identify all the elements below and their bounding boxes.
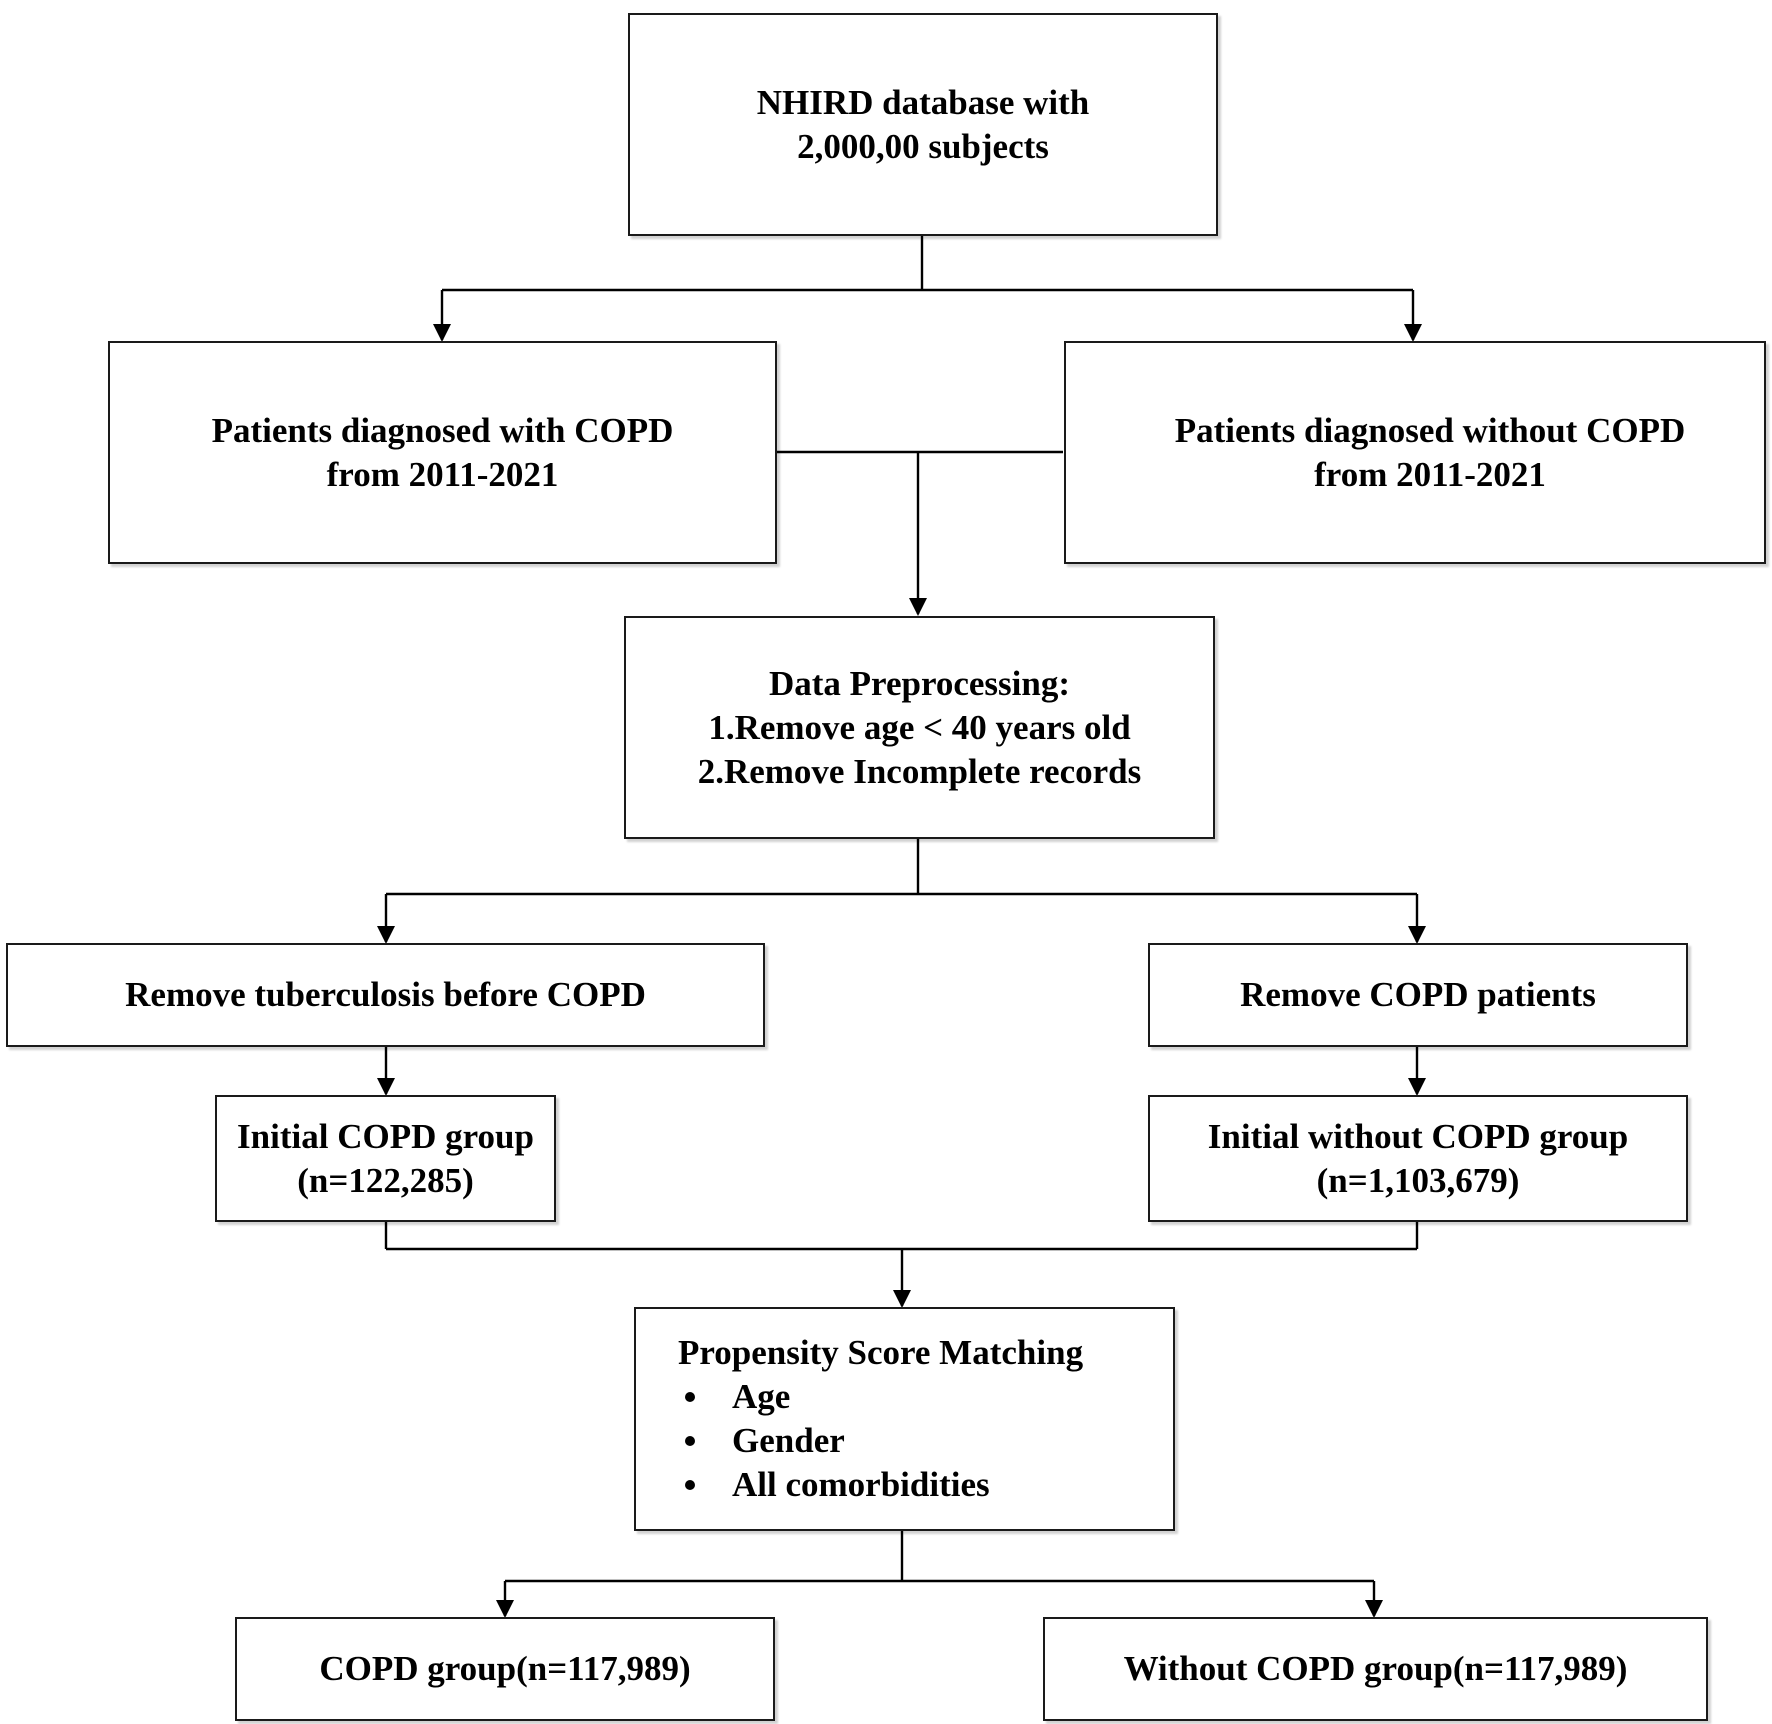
copd-patients-line1: Patients diagnosed with COPD: [211, 410, 674, 450]
arrowhead: [377, 926, 395, 944]
initial-non-copd-group-count: (n=1,103,679): [1316, 1160, 1520, 1200]
initial-non-copd-group-label: Initial without COPD group: [1207, 1116, 1629, 1156]
final-copd-group-label: COPD group(n=117,989): [319, 1649, 691, 1688]
initial-copd-group-box: Initial COPD group (n=122,285): [215, 1095, 556, 1222]
psm-title: Propensity Score Matching: [678, 1333, 1084, 1372]
psm-item-gender: Gender: [636, 1419, 845, 1463]
arrowhead: [377, 1078, 395, 1096]
arrowhead: [1365, 1600, 1383, 1618]
final-non-copd-group-box: Without COPD group(n=117,989): [1043, 1617, 1708, 1721]
preprocessing-step2: 2.Remove Incomplete records: [697, 751, 1142, 791]
arrowhead: [1404, 324, 1422, 342]
psm-item-label: All comorbidities: [732, 1465, 990, 1504]
non-copd-patients-box: Patients diagnosed without COPD from 201…: [1064, 341, 1766, 564]
non-copd-patients-line2: from 2011-2021: [1314, 454, 1546, 494]
arrowhead: [909, 598, 927, 616]
arrowhead: [496, 1600, 514, 1618]
final-non-copd-group-label: Without COPD group(n=117,989): [1123, 1649, 1628, 1688]
propensity-score-matching-box: Propensity Score Matching Age Gender All…: [634, 1307, 1175, 1531]
psm-item-label: Age: [732, 1377, 791, 1416]
arrowhead: [1408, 1078, 1426, 1096]
source-database-line2: 2,000,00 subjects: [797, 126, 1049, 166]
copd-patients-box: Patients diagnosed with COPD from 2011-2…: [108, 341, 777, 564]
psm-item-comorbidities: All comorbidities: [636, 1463, 990, 1507]
bullet-icon: [685, 1480, 695, 1490]
remove-tuberculosis-label: Remove tuberculosis before COPD: [125, 975, 646, 1014]
final-copd-group-box: COPD group(n=117,989): [235, 1617, 775, 1721]
preprocessing-box: Data Preprocessing: 1.Remove age < 40 ye…: [624, 616, 1215, 839]
remove-copd-patients-box: Remove COPD patients: [1148, 943, 1688, 1047]
source-database-line1: NHIRD database with: [756, 82, 1090, 122]
non-copd-patients-line1: Patients diagnosed without COPD: [1174, 410, 1686, 450]
arrowhead: [433, 324, 451, 342]
initial-non-copd-group-box: Initial without COPD group (n=1,103,679): [1148, 1095, 1688, 1222]
psm-item-age: Age: [636, 1375, 790, 1419]
initial-copd-group-label: Initial COPD group: [237, 1116, 534, 1156]
remove-copd-patients-label: Remove COPD patients: [1240, 975, 1596, 1014]
initial-copd-group-count: (n=122,285): [297, 1160, 474, 1200]
source-database-box: NHIRD database with 2,000,00 subjects: [628, 13, 1218, 236]
bullet-icon: [685, 1436, 695, 1446]
psm-item-label: Gender: [732, 1421, 845, 1460]
remove-tuberculosis-box: Remove tuberculosis before COPD: [6, 943, 765, 1047]
copd-patients-line2: from 2011-2021: [326, 454, 559, 494]
arrowhead: [1408, 926, 1426, 944]
preprocessing-title: Data Preprocessing:: [768, 663, 1071, 703]
arrowhead: [893, 1290, 911, 1308]
preprocessing-step1: 1.Remove age < 40 years old: [708, 707, 1131, 747]
bullet-icon: [685, 1392, 695, 1402]
